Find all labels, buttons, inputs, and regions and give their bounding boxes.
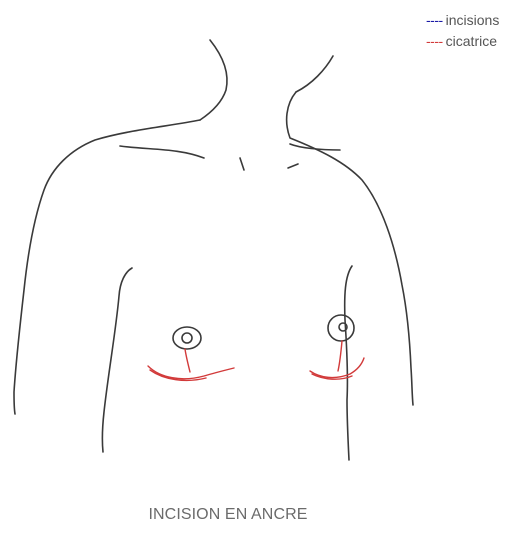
left-side-line <box>102 268 132 452</box>
sternal-notch-right <box>288 164 298 168</box>
right-scar-vertical <box>338 341 342 371</box>
left-clavicle <box>120 146 204 158</box>
neck-left-line <box>200 40 227 120</box>
right-clavicle <box>290 144 340 150</box>
right-side-line <box>345 266 352 460</box>
right-scar-inframammary <box>310 358 364 378</box>
left-scar-inframammary <box>148 366 234 379</box>
right-areola <box>328 315 354 341</box>
left-scar-vertical <box>185 349 190 372</box>
diagram-caption: INCISION EN ANCRE <box>0 506 456 524</box>
neck-right-line <box>296 56 333 92</box>
left-nipple <box>182 333 192 343</box>
left-shoulder-line <box>14 120 200 414</box>
right-shoulder-line <box>287 92 413 405</box>
left-areola <box>173 327 201 349</box>
sternal-notch-left <box>240 158 244 170</box>
body-outline <box>14 40 413 460</box>
